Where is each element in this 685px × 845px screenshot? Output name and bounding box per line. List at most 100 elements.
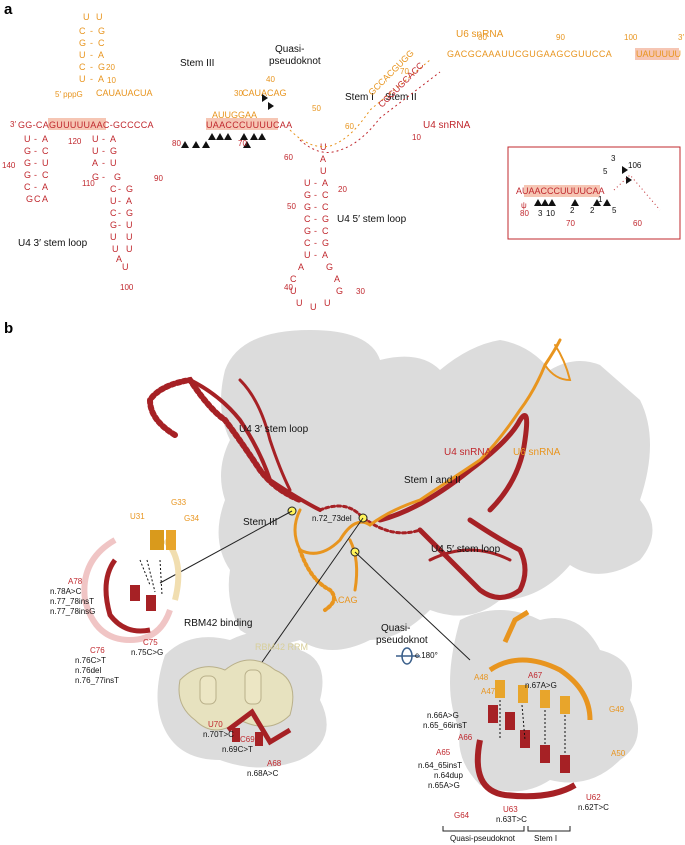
svg-text:U: U xyxy=(304,250,311,260)
svg-text:70: 70 xyxy=(238,139,247,148)
svg-text:G: G xyxy=(24,158,31,168)
svg-text:140: 140 xyxy=(2,161,16,170)
g49-label: G49 xyxy=(609,705,625,714)
svg-text:G: G xyxy=(304,226,311,236)
a78-label: A78 xyxy=(68,577,83,586)
svg-text:U: U xyxy=(320,166,327,176)
c75-mutation: n.75C>G xyxy=(131,648,163,657)
c76-mutations: n.76C>T n.76del n.76_77insT xyxy=(75,656,119,685)
svg-text:20: 20 xyxy=(106,63,115,72)
a67-mutation: n.67A>G xyxy=(525,681,557,690)
a68-label: A68 xyxy=(267,759,282,768)
g33-label: G33 xyxy=(171,498,187,507)
svg-text:110: 110 xyxy=(82,179,95,188)
svg-text:U: U xyxy=(126,232,133,242)
svg-text:-: - xyxy=(118,196,121,206)
c69-mutation: n.69C>T xyxy=(222,745,253,754)
svg-text:C: C xyxy=(42,146,49,156)
u6-5prime: 5′ pppG xyxy=(55,90,83,99)
a67-label: A67 xyxy=(528,671,543,680)
u6-top-end: UAUUUUU xyxy=(636,49,681,59)
svg-text:n.76C>T: n.76C>T xyxy=(75,656,106,665)
a65-label: A65 xyxy=(436,748,451,757)
svg-text:U: U xyxy=(92,146,99,156)
svg-text:U: U xyxy=(310,302,317,312)
svg-text:U: U xyxy=(83,12,90,22)
svg-text:G: G xyxy=(24,146,31,156)
svg-text:C: C xyxy=(304,238,311,248)
svg-text:-: - xyxy=(314,214,317,224)
svg-text:30: 30 xyxy=(356,287,365,296)
svg-text:3: 3 xyxy=(538,209,543,218)
svg-text:-: - xyxy=(90,38,93,48)
svg-text:90: 90 xyxy=(556,33,565,42)
a66-label: A66 xyxy=(458,733,473,742)
svg-text:A: A xyxy=(320,154,326,164)
stem-iii-label-b: Stem III xyxy=(243,517,277,528)
svg-text:A: A xyxy=(116,254,122,264)
svg-text:106: 106 xyxy=(628,161,642,170)
svg-text:A: A xyxy=(298,262,304,272)
rotation-icon xyxy=(396,647,420,665)
svg-text:-: - xyxy=(118,220,121,230)
inset-psi: ψ xyxy=(521,201,527,210)
u70-label: U70 xyxy=(208,720,223,729)
u6-ribbon xyxy=(293,338,572,612)
svg-text:n.65A>G: n.65A>G xyxy=(428,781,460,790)
callout-lines xyxy=(159,510,471,666)
svg-text:A: A xyxy=(98,74,104,84)
u63-mutation: n.63T>C xyxy=(496,815,527,824)
svg-text:n.78A>C: n.78A>C xyxy=(50,587,82,596)
svg-text:A: A xyxy=(98,50,104,60)
svg-text:5: 5 xyxy=(603,167,608,176)
svg-text:-: - xyxy=(90,26,93,36)
svg-text:C: C xyxy=(34,194,41,204)
svg-text:-: - xyxy=(34,146,37,156)
svg-text:50: 50 xyxy=(312,104,321,113)
svg-text:A: A xyxy=(42,182,48,192)
svg-text:A: A xyxy=(42,134,48,144)
svg-text:n.76del: n.76del xyxy=(75,666,101,675)
svg-text:C: C xyxy=(304,214,311,224)
svg-text:C: C xyxy=(42,170,49,180)
u4-5-stem-loop-label-b: U4 5′ stem loop xyxy=(431,544,501,555)
svg-text:G: G xyxy=(336,286,343,296)
u6-acag: CAUACAG xyxy=(242,88,287,98)
svg-text:G: G xyxy=(26,194,33,204)
qp-bracket-label: Quasi-pseudoknot xyxy=(450,834,516,843)
svg-text:U: U xyxy=(126,220,133,230)
u4-seq-left: GG-CAGUUUUUAAC-GCCCCA xyxy=(18,120,154,130)
svg-text:-: - xyxy=(102,172,105,182)
svg-text:C: C xyxy=(79,62,86,72)
u6-5prime-seq: CAUAUACUA xyxy=(96,88,153,98)
svg-text:C: C xyxy=(98,38,105,48)
svg-text:80: 80 xyxy=(172,139,181,148)
a68-mutation: n.68A>C xyxy=(247,769,279,778)
a47-label: A47 xyxy=(481,687,496,696)
n72-label: n.72_73del xyxy=(312,514,352,523)
svg-text:G: G xyxy=(110,220,117,230)
u6-title: U6 snRNA xyxy=(456,29,504,40)
svg-text:U: U xyxy=(92,134,99,144)
u6-mid-seq: AUUGGAA xyxy=(212,110,257,120)
svg-text:U: U xyxy=(290,286,297,296)
quasi-label-a-2: pseudoknot xyxy=(269,56,321,67)
u4-title: U4 snRNA xyxy=(423,120,471,131)
u63-label: U63 xyxy=(503,805,518,814)
u4-mid-highlight xyxy=(206,118,278,130)
stem-i-ii-label-b: Stem I and II xyxy=(404,475,461,486)
inset-seq: AUAACCCUUUUCAA xyxy=(516,186,605,196)
c75-label: C75 xyxy=(143,638,158,647)
svg-text:n.64dup: n.64dup xyxy=(434,771,463,780)
svg-text:G: G xyxy=(322,238,329,248)
svg-text:C: C xyxy=(290,274,297,284)
svg-text:U: U xyxy=(42,158,49,168)
svg-text:C: C xyxy=(322,202,329,212)
mutation-arrowheads-a xyxy=(181,94,274,148)
svg-text:-: - xyxy=(118,208,121,218)
svg-text:60: 60 xyxy=(284,153,293,162)
u62-mutation: n.62T>C xyxy=(578,803,609,812)
stem-iii-label-a: Stem III xyxy=(180,58,214,69)
